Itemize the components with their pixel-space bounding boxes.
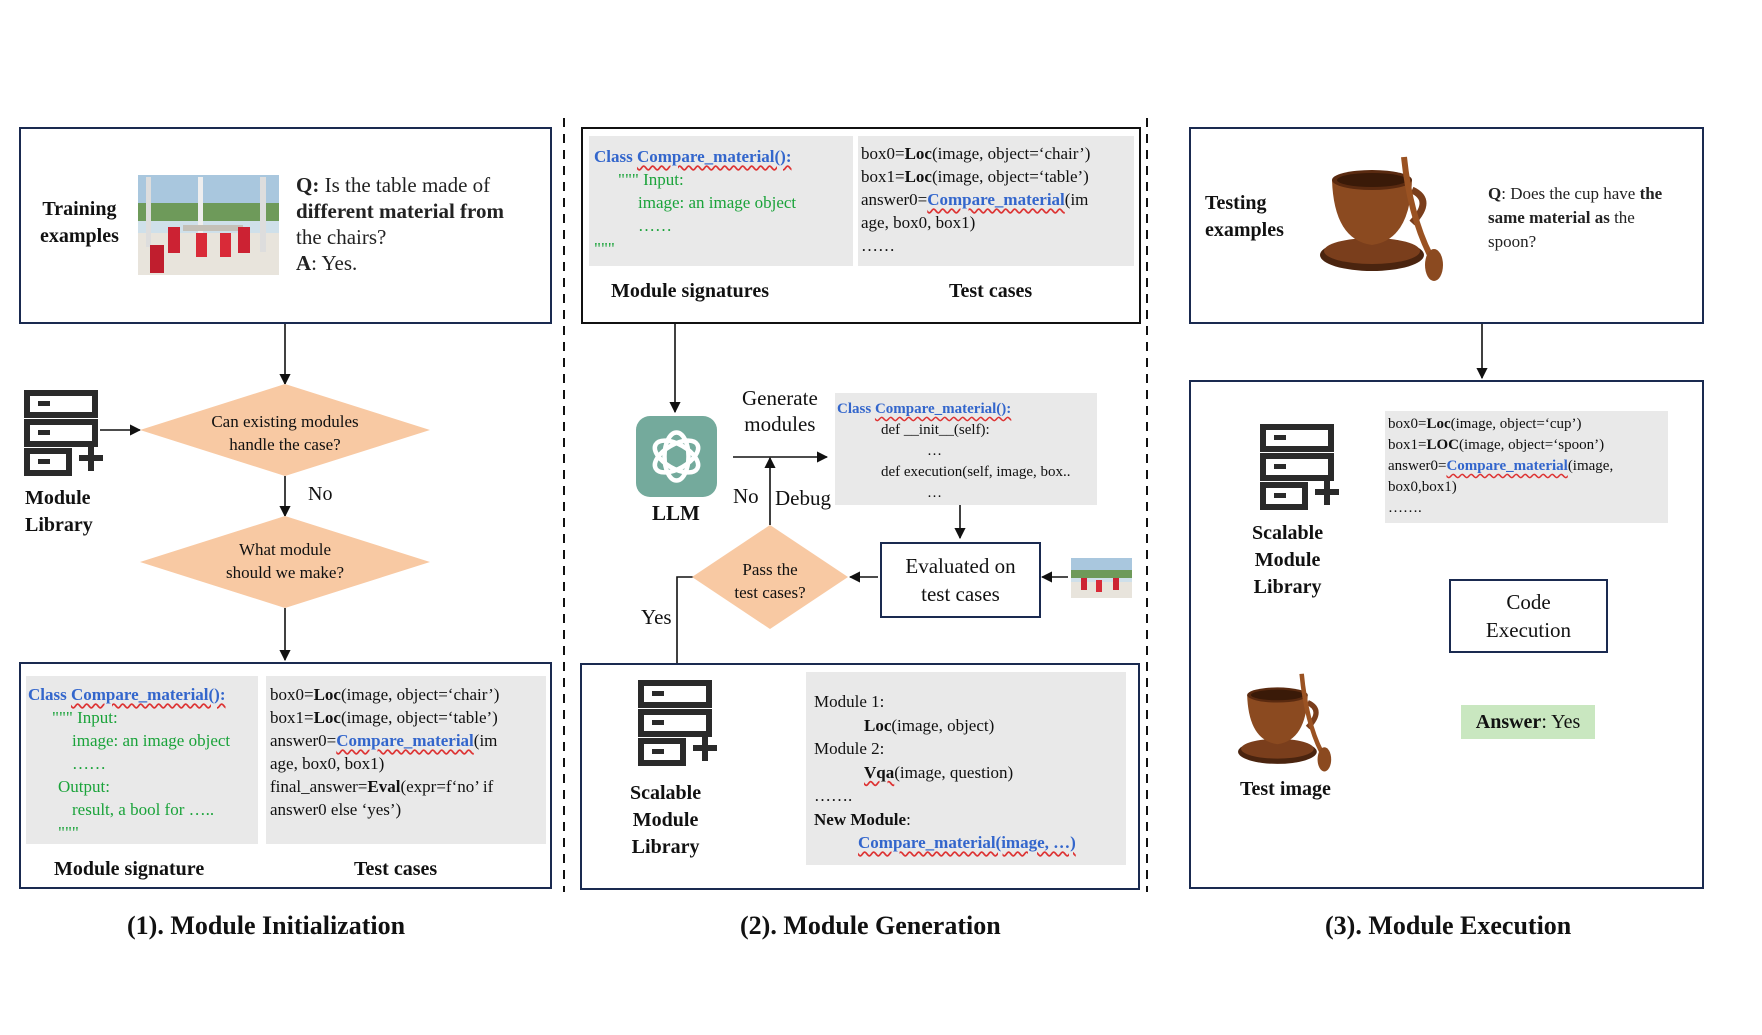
code-execution-box [1449, 579, 1608, 653]
signature-code: Class Compare_material(): """ Input: ima… [28, 685, 231, 842]
test-cases-caption: Test cases [354, 858, 438, 880]
dining-room-photo [138, 175, 279, 275]
testing-examples-box [1189, 127, 1704, 324]
test-image-cup [1232, 670, 1338, 781]
generated-code-block [835, 393, 1097, 505]
p3-code-block [1385, 411, 1668, 523]
wooden-cup-photo [1312, 155, 1452, 290]
p2-signatures-caption: Module signatures [611, 280, 769, 302]
decision-what-module-text: What module should we make? [225, 540, 345, 582]
panel-2-title: (2). Module Generation [740, 911, 1001, 940]
generate-modules-label: Generate modules [742, 386, 818, 436]
p2-test-cases-code-block [858, 136, 1134, 266]
answer-badge: Answer: Yes [1461, 705, 1595, 739]
p3-library-icon [1260, 424, 1340, 517]
p2-signature-code: Class Compare_material(): """ Input: ima… [594, 147, 797, 258]
code-execution-label: Code Execution [1485, 590, 1572, 642]
debug-label: Debug [775, 486, 831, 510]
no-label-p2: No [733, 484, 759, 508]
testing-question: Q: Does the cup have the same material a… [1488, 184, 1663, 251]
module-list-block [806, 672, 1126, 865]
module-library-label: Module Library [25, 487, 93, 536]
panel-1-title: (1). Module Initialization [127, 911, 406, 940]
testing-examples-label: Testing examples [1205, 192, 1284, 241]
module-library-icon [24, 390, 104, 483]
training-question: Q: Is the table made of different materi… [296, 173, 504, 275]
p2-test-cases-code: box0=Loc(image, object=‘chair’) box1=Loc… [861, 144, 1091, 255]
module-list: Module 1: Loc(image, object) Module 2: V… [814, 692, 1076, 852]
p3-code: box0=Loc(image, object=‘cup’) box1=LOC(i… [1388, 416, 1614, 516]
module-signature-caption: Module signature [54, 858, 205, 880]
training-examples-label: Training examples [40, 198, 119, 247]
decision-existing-modules-text: Can existing modules handle the case? [211, 412, 359, 454]
signature-code-block [26, 676, 258, 844]
yes-label: Yes [641, 605, 672, 629]
dining-room-thumbnail [1071, 558, 1132, 598]
scalable-library-label: Scalable Module Library [630, 782, 702, 858]
test-image-label: Test image [1240, 778, 1331, 800]
test-cases-code-block [266, 676, 546, 844]
training-examples-box [19, 127, 552, 324]
test-cases-code: box0=Loc(image, object=‘chair’) box1=Loc… [270, 685, 500, 819]
scalable-library-icon [638, 680, 718, 773]
p2-test-cases-caption: Test cases [949, 280, 1033, 302]
p3-library-label: Scalable Module Library [1252, 522, 1324, 598]
panel-3-title: (3). Module Execution [1325, 911, 1572, 940]
openai-logo-icon [636, 416, 717, 497]
generated-code: Class Compare_material(): def __init__(s… [837, 401, 1071, 501]
decision-pass-text: Pass the test cases? [734, 560, 806, 602]
p2-signature-code-block [589, 136, 853, 266]
llm-label: LLM [652, 501, 700, 525]
no-label: No [308, 483, 333, 505]
evaluated-box [880, 542, 1041, 618]
evaluated-label: Evaluated on test cases [905, 554, 1016, 606]
